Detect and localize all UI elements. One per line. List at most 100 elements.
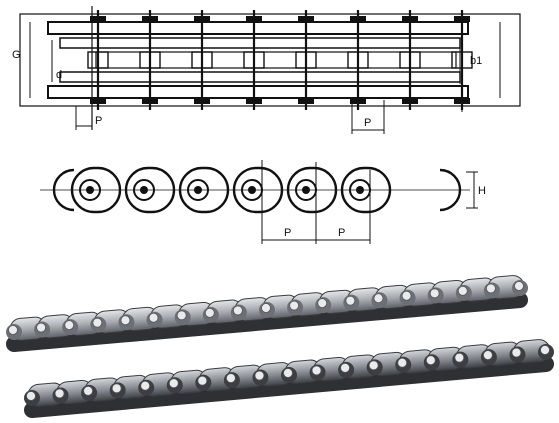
side-end-cap-left — [52, 168, 75, 212]
chain-pin — [176, 310, 187, 321]
chain-pin — [26, 391, 36, 401]
chain-pin — [311, 365, 322, 376]
side-pin — [356, 186, 364, 194]
side-link-plate — [70, 166, 122, 214]
chain-pin — [485, 283, 496, 294]
roller — [295, 51, 317, 69]
pin-head-top — [454, 16, 470, 22]
chain-pin — [261, 303, 271, 313]
side-end-cap-right — [439, 168, 462, 212]
roller — [191, 51, 213, 69]
chain-pin — [454, 352, 465, 363]
chain-pin — [340, 362, 351, 373]
pin-head-top — [350, 16, 366, 22]
pin-head-top — [90, 16, 106, 22]
pin-head-bottom — [90, 98, 106, 104]
side-link-plate — [340, 166, 392, 214]
label-pitch-left: P — [95, 115, 102, 127]
inner-plate-bottom — [59, 71, 461, 83]
top-view-frame — [19, 13, 521, 107]
roller — [87, 51, 109, 69]
chain-pin — [225, 373, 236, 384]
pin-head-top — [246, 16, 262, 22]
pin-head-top — [298, 16, 314, 22]
chain-pin — [373, 293, 384, 304]
pin-head-bottom — [298, 98, 314, 104]
pin-head-bottom — [454, 98, 470, 104]
pin-head-bottom — [246, 98, 262, 104]
chain-side-view-drawing: H P P — [40, 160, 486, 244]
chain-pin — [64, 320, 75, 331]
side-link-group — [52, 166, 462, 214]
side-roller — [133, 179, 155, 201]
chain-shadow — [24, 356, 554, 418]
roller — [451, 51, 473, 69]
chain-pin — [232, 305, 243, 316]
label-b1: b1 — [470, 55, 482, 67]
chain-pin — [368, 360, 379, 371]
label-d: d — [56, 69, 62, 81]
chain-pin — [8, 325, 18, 335]
outer-plate-bottom — [47, 85, 469, 99]
label-pitch-2: P — [338, 227, 345, 239]
side-pin — [86, 186, 94, 194]
chain-top-view-drawing: G d b1 P P — [12, 6, 521, 134]
inner-plate-top — [59, 37, 461, 49]
pin-head-bottom — [142, 98, 158, 104]
roller — [243, 51, 265, 69]
pin-head-bottom — [402, 98, 418, 104]
chain-pin — [317, 298, 328, 309]
chain-pin — [425, 355, 436, 366]
chain-pin — [511, 347, 522, 358]
side-roller — [187, 179, 209, 201]
roller — [139, 51, 161, 69]
pin-head-top — [402, 16, 418, 22]
chain-pin — [345, 295, 356, 306]
chain-pin — [148, 312, 159, 323]
chain-pin — [540, 345, 550, 355]
pin-head-bottom — [350, 98, 366, 104]
label-g: G — [12, 49, 21, 61]
roller-band — [95, 51, 457, 69]
side-pin — [248, 186, 256, 194]
chain-pin — [283, 368, 293, 378]
pin-head-bottom — [194, 98, 210, 104]
chain-pin — [54, 388, 65, 399]
pin-head-top — [194, 16, 210, 22]
chain-pin — [429, 288, 440, 299]
outer-plate-top — [47, 21, 469, 35]
roller — [399, 51, 421, 69]
label-height: H — [478, 185, 486, 197]
chain-pin — [36, 322, 47, 333]
side-roller — [79, 179, 101, 201]
chain-pin — [457, 285, 468, 296]
side-link-plate — [178, 166, 230, 214]
chain-pin — [140, 380, 151, 391]
side-link-plate — [286, 166, 338, 214]
side-pin — [140, 186, 148, 194]
chain-pin — [401, 290, 412, 301]
chain-pin — [83, 385, 94, 396]
pin-head-top — [142, 16, 158, 22]
label-pitch-1: P — [284, 227, 291, 239]
chain-pin — [168, 378, 179, 389]
label-pitch-right: P — [364, 117, 371, 129]
chain-pin — [120, 315, 131, 326]
side-link-plate — [232, 166, 284, 214]
chain-pin — [514, 281, 524, 291]
chain-pin — [254, 370, 265, 381]
pin-group — [87, 10, 473, 110]
chain-pin — [197, 375, 208, 386]
chain-photo-lower — [24, 339, 554, 418]
chain-photo-upper — [6, 275, 528, 352]
side-pin — [194, 186, 202, 194]
chain-shadow — [6, 292, 528, 352]
chain-pin — [482, 350, 493, 361]
chain-pin — [289, 300, 300, 311]
chain-pin — [204, 307, 215, 318]
side-pin — [302, 186, 310, 194]
roller — [347, 51, 369, 69]
chain-pin — [397, 357, 408, 368]
chain-pin — [92, 317, 103, 328]
